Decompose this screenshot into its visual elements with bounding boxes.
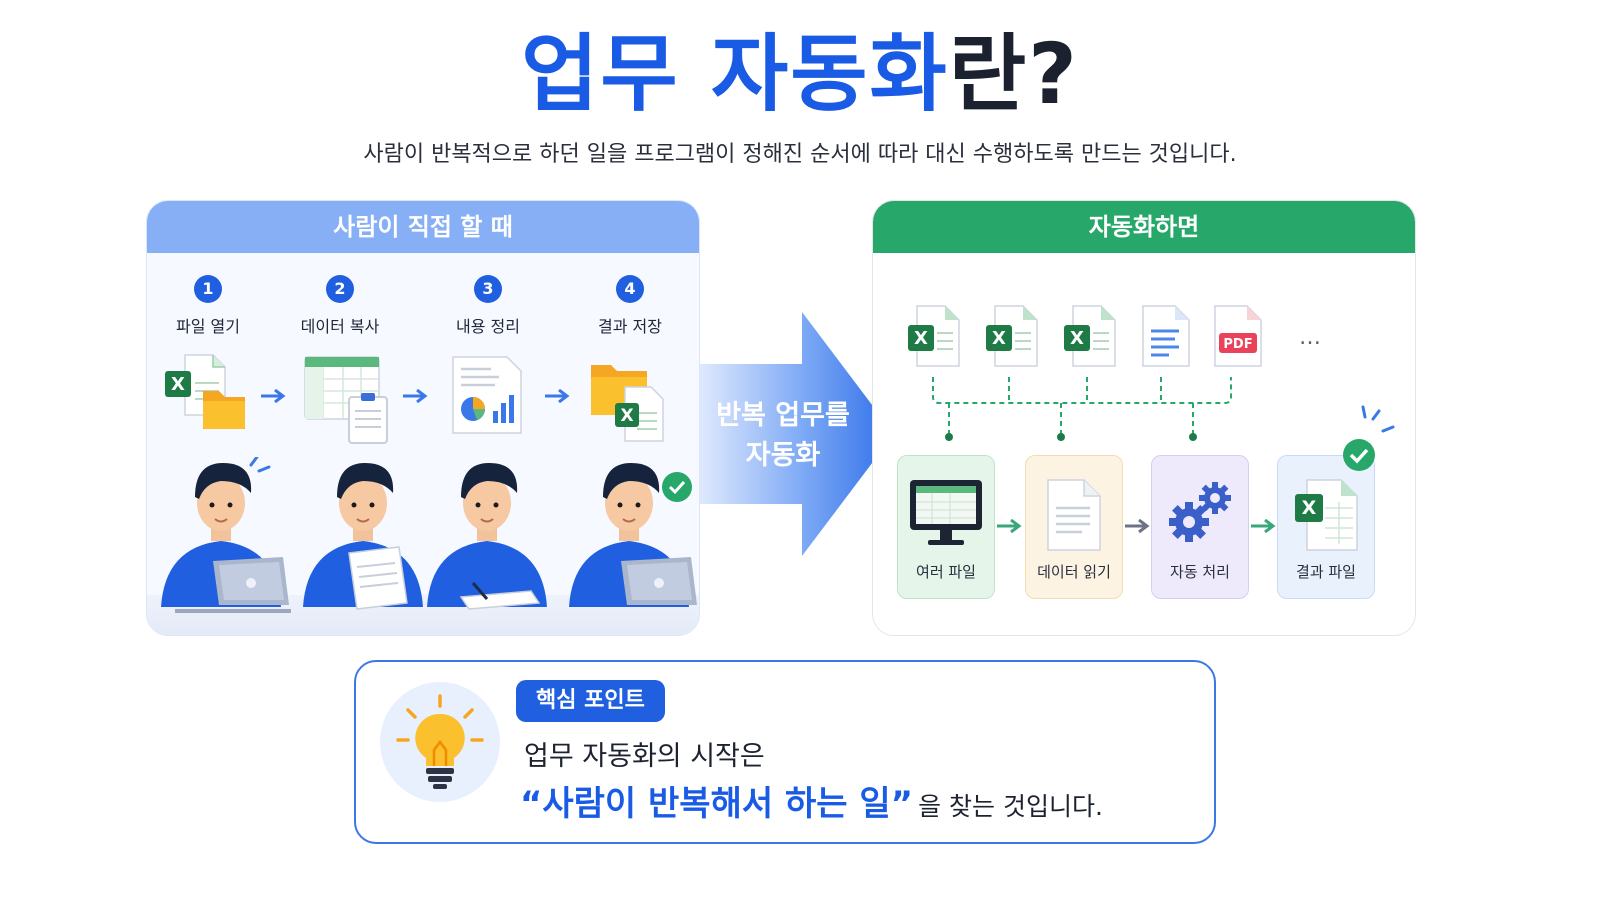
person-laptop-icon bbox=[161, 457, 291, 613]
person-writing-icon bbox=[427, 463, 547, 610]
step-label: 내용 정리 bbox=[456, 317, 520, 336]
excel-folder-icon: X bbox=[165, 354, 245, 429]
report-icon bbox=[452, 356, 522, 434]
title-rest: 란? bbox=[948, 25, 1079, 123]
manual-step-2: 2 데이터 복사 bbox=[275, 275, 405, 337]
person-document-icon bbox=[303, 463, 423, 610]
arrow-right-icon bbox=[997, 519, 1022, 533]
step-label: 데이터 복사 bbox=[300, 317, 380, 336]
process-step-result: X 결과 파일 bbox=[1277, 455, 1375, 599]
step-number: 2 bbox=[326, 275, 354, 303]
step-number: 4 bbox=[616, 275, 644, 303]
process-label: 결과 파일 bbox=[1296, 563, 1356, 581]
more-files-ellipsis: … bbox=[1299, 325, 1324, 350]
automation-arrow-label: 반복 업무를 자동화 bbox=[700, 396, 866, 476]
svg-text:X: X bbox=[1302, 497, 1317, 519]
key-point-line-2: “사람이 반복해서 하는 일” 을 찾는 것입니다. bbox=[520, 776, 1103, 825]
person-laptop-done-icon bbox=[569, 463, 697, 607]
svg-text:X: X bbox=[992, 328, 1006, 349]
manual-step-3: 3 내용 정리 bbox=[423, 275, 553, 337]
monitor-icon bbox=[910, 480, 982, 545]
excel-file-icon: X bbox=[1064, 305, 1116, 367]
arrow-line-2: 자동화 bbox=[745, 440, 821, 471]
manual-step-1: 1 파일 열기 bbox=[147, 275, 273, 337]
step-label: 결과 저장 bbox=[598, 317, 662, 336]
key-point-box: 핵심 포인트 업무 자동화의 시작은 “사람이 반복해서 하는 일” 을 찾는 … bbox=[354, 660, 1216, 844]
text-document-icon bbox=[1142, 305, 1190, 367]
gear-icon bbox=[1169, 482, 1231, 542]
manual-work-panel: 사람이 직접 할 때 1 파일 열기 2 데이터 복사 3 내용 정리 4 결과… bbox=[146, 200, 700, 636]
merge-connector-lines bbox=[932, 377, 1232, 441]
title-highlight: 업무 자동화 bbox=[521, 25, 949, 123]
key-point-highlight: “사람이 반복해서 하는 일” bbox=[520, 784, 914, 824]
process-label: 여러 파일 bbox=[916, 563, 976, 581]
svg-text:X: X bbox=[620, 406, 633, 426]
step-label: 파일 열기 bbox=[176, 317, 240, 336]
check-icon bbox=[1343, 405, 1395, 471]
svg-text:PDF: PDF bbox=[1223, 337, 1252, 352]
arrow-right-icon bbox=[403, 389, 428, 403]
automation-arrow bbox=[700, 312, 894, 556]
process-step-files: 여러 파일 bbox=[897, 455, 995, 599]
spreadsheet-clipboard-icon bbox=[304, 356, 388, 444]
arrow-right-icon bbox=[261, 389, 286, 403]
step-number: 3 bbox=[474, 275, 502, 303]
process-label: 데이터 읽기 bbox=[1037, 563, 1111, 581]
auto-panel-header: 자동화하면 bbox=[873, 201, 1415, 253]
key-point-line-1: 업무 자동화의 시작은 bbox=[524, 741, 765, 772]
document-icon bbox=[1047, 479, 1101, 551]
svg-text:X: X bbox=[171, 374, 185, 395]
excel-file-icon: X bbox=[986, 305, 1038, 367]
excel-file-icon: X bbox=[908, 305, 960, 367]
pdf-file-icon: PDF bbox=[1214, 305, 1262, 367]
step-number: 1 bbox=[194, 275, 222, 303]
manual-panel-header: 사람이 직접 할 때 bbox=[147, 201, 699, 253]
process-step-read: 데이터 읽기 bbox=[1025, 455, 1123, 599]
arrow-right-icon bbox=[1125, 519, 1150, 533]
lightbulb-icon bbox=[396, 694, 484, 789]
key-point-badge: 핵심 포인트 bbox=[516, 680, 665, 722]
folder-excel-icon: X bbox=[591, 365, 664, 442]
svg-text:X: X bbox=[914, 328, 928, 349]
process-step-auto: 자동 처리 bbox=[1151, 455, 1249, 599]
svg-text:X: X bbox=[1070, 328, 1084, 349]
lightbulb-background bbox=[380, 682, 500, 802]
page-subtitle: 사람이 반복적으로 하던 일을 프로그램이 정해진 순서에 따라 대신 수행하도… bbox=[363, 142, 1237, 167]
process-label: 자동 처리 bbox=[1170, 563, 1230, 581]
arrow-line-1: 반복 업무를 bbox=[716, 400, 850, 431]
arrow-right-icon bbox=[1251, 519, 1276, 533]
page-title: 업무 자동화란? bbox=[0, 28, 1600, 120]
key-point-rest: 을 찾는 것입니다. bbox=[918, 792, 1103, 821]
automated-work-panel: 자동화하면 X X X PDF bbox=[872, 200, 1416, 636]
excel-result-icon: X bbox=[1295, 479, 1358, 551]
arrow-right-icon bbox=[545, 389, 570, 403]
manual-step-4: 4 결과 저장 bbox=[565, 275, 695, 337]
